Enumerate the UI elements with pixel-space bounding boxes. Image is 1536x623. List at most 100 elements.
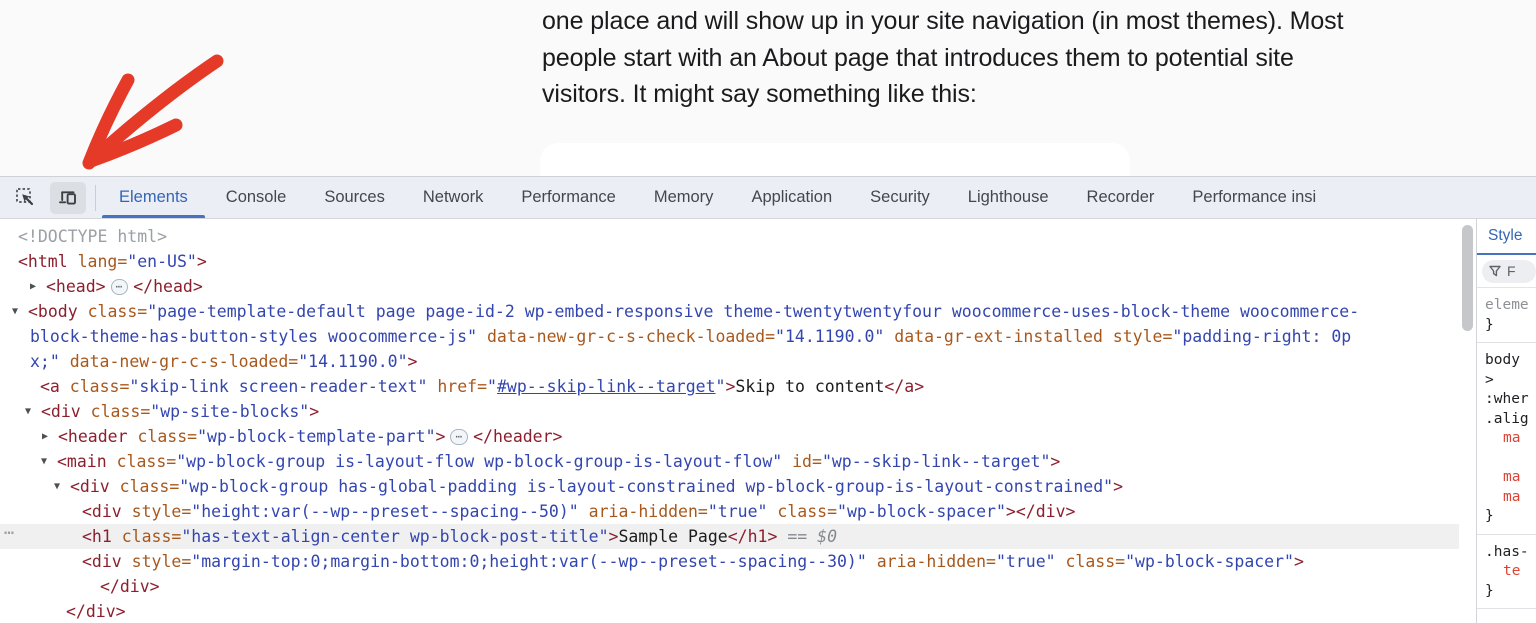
tab-application[interactable]: Application (751, 188, 833, 206)
dom-tree-node[interactable]: ▶<header class="wp-block-template-part">… (0, 424, 1459, 449)
expand-arrow-icon[interactable]: ▶ (30, 281, 37, 292)
tab-elements[interactable]: Elements (100, 177, 207, 218)
dom-tree-node[interactable]: ⋯ <h1 class="has-text-align-center wp-blo… (0, 524, 1459, 549)
code-token-tag: <div (41, 402, 81, 421)
devtools-main: <!DOCTYPE html><html lang="en-US">▶<head… (0, 219, 1536, 623)
code-token-val: "true" (707, 502, 768, 521)
code-token-attr: class= (127, 427, 198, 446)
dom-tree-node[interactable]: ▶<head>⋯</head> (0, 274, 1459, 299)
code-token-meta: == $0 (777, 527, 838, 546)
css-property[interactable]: ma (1503, 469, 1521, 485)
code-token-attr: data-new-gr-c-s-check-loaded= (477, 327, 776, 346)
collapse-arrow-icon[interactable]: ▼ (54, 481, 61, 492)
code-token-tag: > (725, 377, 736, 396)
code-token-attr: data-gr-ext-installed style= (884, 327, 1173, 346)
dom-tree-node[interactable]: ▼<div class="wp-block-group has-global-p… (0, 474, 1459, 499)
dom-tree-node[interactable]: <!DOCTYPE html> (0, 224, 1459, 249)
collapsed-content-ellipsis-button[interactable]: ⋯ (450, 429, 469, 445)
code-token-txt: Skip to content (735, 377, 885, 396)
toolbar-divider (95, 184, 96, 211)
css-selector[interactable]: .has- (1485, 543, 1529, 560)
toggle-device-toolbar-button[interactable] (50, 181, 86, 214)
code-token-tag: > (608, 527, 619, 546)
code-token-val: "padding-right: 0p (1172, 327, 1352, 346)
content-card (540, 143, 1130, 176)
scrollbar-thumb[interactable] (1462, 225, 1473, 331)
code-token-attr: id= (782, 452, 822, 471)
collapse-arrow-icon[interactable]: ▼ (25, 406, 32, 417)
dom-tree-node[interactable]: block-theme-has-button-styles woocommerc… (0, 324, 1459, 349)
dom-tree-node[interactable]: ▼<body class="page-template-default page… (0, 299, 1459, 324)
collapse-arrow-icon[interactable]: ▼ (41, 456, 48, 467)
css-rule[interactable]: body > :wher .alig ma ma ma} (1477, 343, 1536, 535)
dom-tree-node[interactable]: <div style="margin-top:0;margin-bottom:0… (0, 549, 1459, 574)
css-property[interactable]: ma (1503, 488, 1521, 505)
elements-scrollbar[interactable] (1459, 219, 1476, 623)
css-selector[interactable]: } (1485, 508, 1494, 524)
dom-tree-node[interactable]: <div style="height:var(--wp--preset--spa… (0, 499, 1459, 524)
tab-lighthouse[interactable]: Lighthouse (967, 188, 1049, 206)
code-token-val: "wp-block-spacer" (1125, 552, 1294, 571)
css-selector[interactable]: body (1485, 352, 1520, 368)
dom-tree-node[interactable]: ▼<div class="wp-site-blocks"> (0, 399, 1459, 424)
tab-network[interactable]: Network (422, 188, 484, 206)
css-selector[interactable]: :wher (1485, 391, 1529, 407)
css-property[interactable]: ma (1503, 430, 1521, 446)
code-token-attr: lang= (67, 252, 128, 271)
code-token-tag: <h1 (82, 527, 112, 546)
tab-styles[interactable]: Style (1477, 219, 1536, 255)
css-selector[interactable]: > (1485, 371, 1494, 388)
css-rule[interactable]: .has-te} (1477, 535, 1536, 609)
devtools-panel: Elements Console Sources Network Performance… (0, 176, 1536, 623)
code-token-attr: href= (427, 377, 488, 396)
tab-console[interactable]: Console (225, 188, 287, 206)
tab-sources[interactable]: Sources (324, 188, 385, 206)
node-menu-dots[interactable]: ⋯ (4, 524, 16, 543)
css-selector[interactable]: .alig (1485, 410, 1529, 427)
dom-tree-node[interactable]: </div> (0, 599, 1459, 623)
collapsed-content-ellipsis-button[interactable]: ⋯ (110, 279, 129, 295)
code-token-val: "skip-link screen-reader-text" (129, 377, 428, 396)
dom-tree-node[interactable]: </div> (0, 574, 1459, 599)
tab-memory[interactable]: Memory (653, 188, 714, 206)
expand-arrow-icon[interactable]: ▶ (42, 431, 49, 442)
collapse-arrow-icon[interactable]: ▼ (12, 306, 19, 317)
dom-tree-node[interactable]: <html lang="en-US"> (0, 249, 1459, 274)
code-token-attr: class= (109, 477, 180, 496)
inspect-element-button[interactable] (7, 182, 43, 214)
code-token-val: "margin-top:0;margin-bottom:0;height:var… (191, 552, 867, 571)
code-token-tag: > (1050, 452, 1061, 471)
code-token-tag: <div (70, 477, 110, 496)
css-rule[interactable]: eleme} (1477, 288, 1536, 343)
dom-tree-node[interactable]: x;" data-new-gr-c-s-loaded="14.1190.0"> (0, 349, 1459, 374)
dom-tree-node[interactable]: ▼<main class="wp-block-group is-layout-f… (0, 449, 1459, 474)
paragraph-line: people start with an About page that int… (542, 43, 1294, 72)
css-selector[interactable]: eleme (1485, 297, 1529, 313)
code-token-attr: class= (59, 377, 130, 396)
css-selector[interactable] (1485, 449, 1536, 469)
code-token-attr: class= (80, 402, 151, 421)
code-token-tag: <div (82, 552, 122, 571)
code-token-attr: class= (1055, 552, 1126, 571)
code-token-txt: Sample Page (618, 527, 728, 546)
code-token-attr: style= (121, 502, 192, 521)
dom-tree-node[interactable]: <a class="skip-link screen-reader-text" … (0, 374, 1459, 399)
css-property[interactable]: te (1503, 563, 1521, 579)
code-token-attr: class= (767, 502, 838, 521)
code-token-attr: class= (111, 527, 182, 546)
css-selector[interactable]: } (1485, 582, 1494, 599)
code-token-attr: aria-hidden= (578, 502, 708, 521)
tab-security[interactable]: Security (870, 188, 930, 206)
tab-recorder[interactable]: Recorder (1086, 188, 1155, 206)
code-token-tag: ></div> (1005, 502, 1076, 521)
css-selector[interactable]: } (1485, 316, 1494, 333)
filter-placeholder: F (1507, 263, 1516, 279)
code-token-tag: <head> (46, 277, 106, 296)
code-token-val: "has-text-align-center wp-block-post-tit… (181, 527, 609, 546)
code-token-tag: > (435, 427, 446, 446)
styles-filter-input[interactable]: F (1482, 259, 1536, 283)
tab-performance-insi[interactable]: Performance insi (1192, 188, 1317, 206)
tab-performance[interactable]: Performance (521, 188, 616, 206)
code-token-val: "wp-block-spacer" (837, 502, 1006, 521)
code-token-tag: </div> (66, 602, 126, 621)
